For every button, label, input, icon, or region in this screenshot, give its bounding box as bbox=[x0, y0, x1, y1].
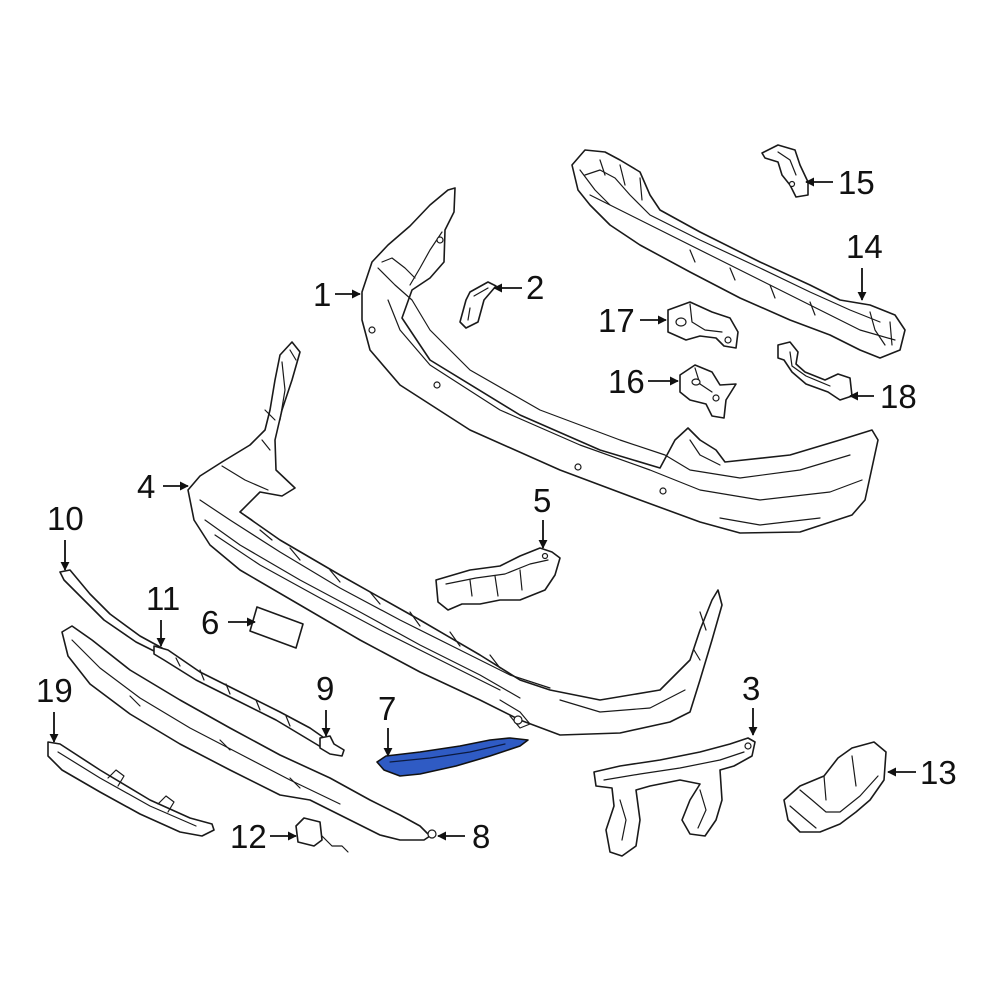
callout-5: 5 bbox=[533, 482, 551, 519]
callout-8: 8 bbox=[472, 818, 490, 855]
part-3-mounting-bracket[interactable] bbox=[593, 737, 756, 857]
callout-14: 14 bbox=[846, 228, 883, 265]
part-5-side-bracket[interactable] bbox=[435, 547, 561, 611]
part-1-bumper-cover[interactable] bbox=[361, 187, 879, 534]
callout-labels: 1 2 3 4 5 6 7 8 9 10 11 12 13 14 15 16 1… bbox=[36, 164, 957, 855]
part-7-reflector-highlighted[interactable] bbox=[376, 737, 529, 777]
part-12-module[interactable] bbox=[295, 817, 349, 853]
callout-16: 16 bbox=[608, 363, 645, 400]
callout-19: 19 bbox=[36, 672, 73, 709]
part-19-lower-trim[interactable] bbox=[47, 741, 215, 837]
callout-11: 11 bbox=[146, 580, 180, 617]
callout-7: 7 bbox=[378, 690, 396, 727]
part-13-bracket[interactable] bbox=[783, 741, 887, 833]
part-17-bracket[interactable] bbox=[667, 301, 739, 349]
part-14-reinforcement-beam[interactable] bbox=[571, 149, 906, 359]
callout-12: 12 bbox=[230, 818, 267, 855]
callout-18: 18 bbox=[880, 378, 917, 415]
part-15-bracket[interactable] bbox=[761, 144, 809, 198]
part-4-lower-bumper[interactable] bbox=[187, 341, 723, 736]
part-16-bracket[interactable] bbox=[679, 364, 737, 419]
callout-17: 17 bbox=[598, 302, 635, 339]
callout-15: 15 bbox=[838, 164, 875, 201]
callout-1: 1 bbox=[313, 276, 331, 313]
callout-3: 3 bbox=[742, 670, 760, 707]
part-2-bracket-clip[interactable] bbox=[459, 281, 497, 329]
callout-13: 13 bbox=[920, 754, 957, 791]
callout-10: 10 bbox=[47, 500, 84, 537]
callout-9: 9 bbox=[316, 670, 334, 707]
callout-2: 2 bbox=[526, 269, 544, 306]
part-18-bracket[interactable] bbox=[777, 341, 853, 401]
part-8-valance[interactable] bbox=[61, 625, 437, 841]
part-9-sensor[interactable] bbox=[319, 735, 345, 757]
callout-4: 4 bbox=[137, 468, 155, 505]
leader-lines bbox=[49, 177, 916, 841]
part-6-plate[interactable] bbox=[249, 606, 304, 649]
callout-6: 6 bbox=[201, 604, 219, 641]
